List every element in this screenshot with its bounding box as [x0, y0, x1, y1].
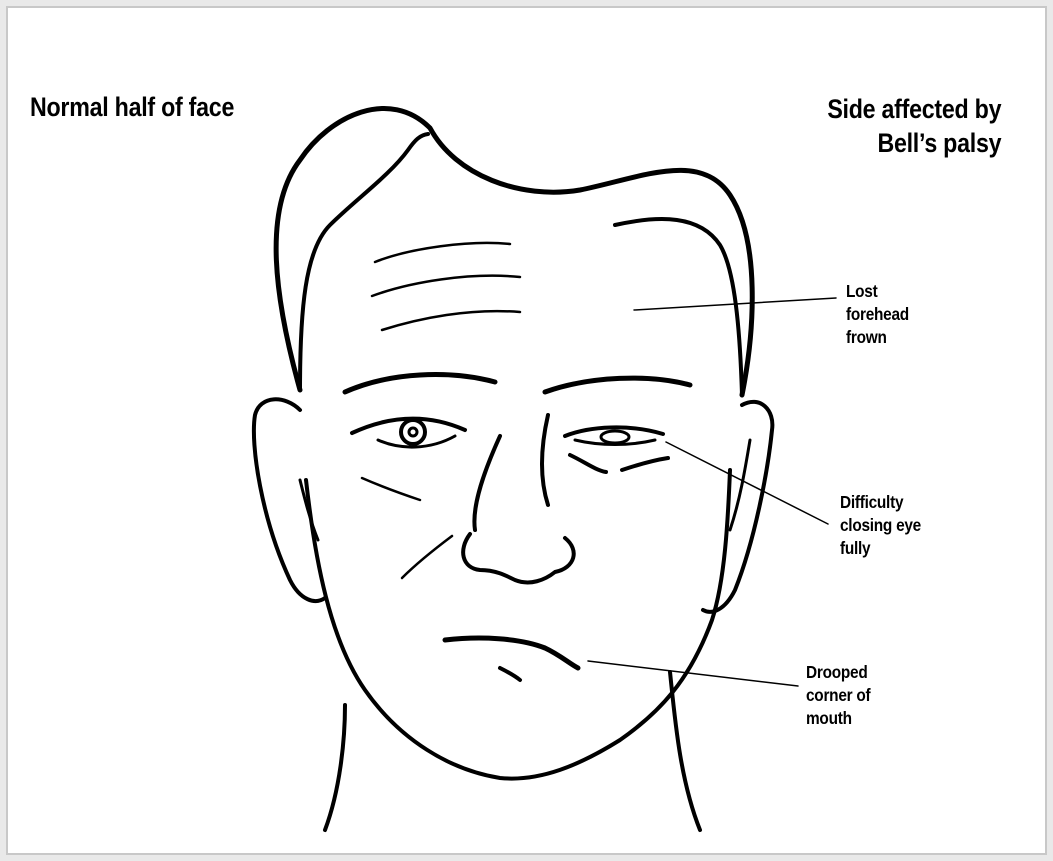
- callout-text-line: mouth: [806, 707, 870, 730]
- eyebrow-right: [545, 378, 690, 392]
- title-normal-side: Normal half of face: [30, 92, 234, 122]
- callout-lost-forehead-frown: Lost forehead frown: [846, 280, 909, 349]
- callout-text-line: Lost: [846, 280, 909, 303]
- callout-text-line: corner of: [806, 684, 870, 707]
- nose-left: [474, 436, 500, 530]
- callout-text-line: Drooped: [806, 661, 870, 684]
- callout-text-line: closing eye: [840, 514, 921, 537]
- ear-left: [254, 399, 325, 601]
- hair-outline: [276, 109, 752, 395]
- eyebrow-left: [345, 375, 495, 392]
- callout-difficulty-closing-eye: Difficulty closing eye fully: [840, 491, 921, 560]
- eye-right-bag-1: [570, 455, 606, 472]
- neck-right: [670, 672, 700, 830]
- eye-left-iris: [401, 420, 425, 444]
- title-affected-line-1: Side affected by: [827, 92, 1001, 126]
- ear-right-inner: [730, 440, 750, 530]
- nose-bridge-right: [542, 415, 548, 505]
- nose-bottom: [463, 534, 574, 582]
- eye-right-bag-2: [622, 458, 668, 470]
- neck-left: [325, 705, 345, 830]
- mouth: [445, 638, 578, 668]
- callout-text-line: fully: [840, 537, 921, 560]
- callout-text-line: frown: [846, 326, 909, 349]
- callout-text-line: Difficulty: [840, 491, 921, 514]
- title-affected-side: Side affected by Bell’s palsy: [827, 92, 1001, 160]
- eye-left-pupil: [409, 428, 417, 436]
- forehead-wrinkle-3: [382, 311, 520, 330]
- callout-drooped-mouth: Drooped corner of mouth: [806, 661, 870, 730]
- cheek-line-left: [362, 478, 420, 500]
- forehead-wrinkle-1: [375, 243, 510, 262]
- callout-text-line: forehead: [846, 303, 909, 326]
- hairline: [300, 134, 428, 390]
- lower-lip: [500, 668, 520, 680]
- title-affected-line-2: Bell’s palsy: [827, 126, 1001, 160]
- nasolabial-fold: [402, 536, 452, 578]
- face-outline-left: [306, 470, 730, 779]
- eye-right-iris: [601, 431, 629, 443]
- forehead-wrinkle-2: [372, 276, 520, 296]
